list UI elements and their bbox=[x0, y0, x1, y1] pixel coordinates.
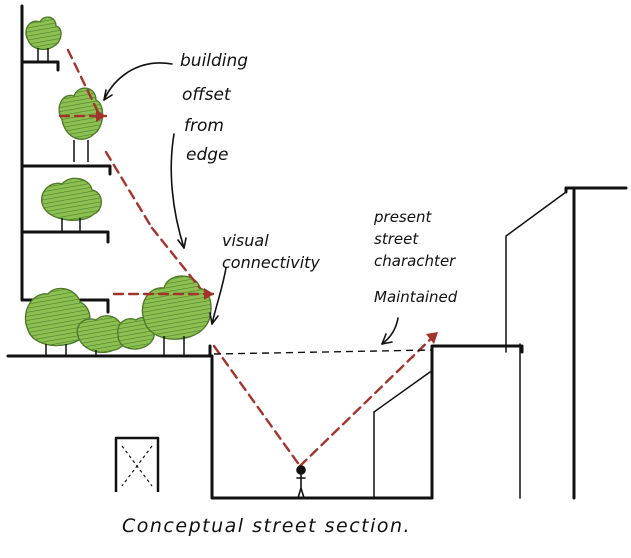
label-present: present bbox=[373, 208, 432, 226]
label-visual-connectivity: visual connectivity bbox=[222, 231, 320, 272]
label-street: street bbox=[374, 230, 419, 248]
tree-cluster-lower bbox=[24, 275, 212, 356]
trees bbox=[24, 16, 212, 356]
label-offset: offset bbox=[182, 85, 232, 105]
label-edge: edge bbox=[186, 145, 229, 165]
label-building: building bbox=[180, 51, 248, 71]
tree-second bbox=[58, 87, 104, 162]
label-from: from bbox=[184, 116, 224, 136]
label-connectivity: connectivity bbox=[222, 253, 320, 272]
caption: Conceptual street section. bbox=[122, 515, 411, 537]
sight-lines bbox=[58, 48, 440, 468]
label-visual: visual bbox=[222, 231, 269, 250]
tree-third bbox=[41, 177, 102, 232]
right-buildings bbox=[373, 186, 628, 500]
street-character-line bbox=[213, 349, 433, 355]
tree-top bbox=[25, 16, 62, 62]
label-maintained: Maintained bbox=[374, 288, 458, 306]
label-charachter: charachter bbox=[374, 252, 456, 270]
label-street-character: present street charachter Maintained bbox=[373, 208, 458, 306]
annotation-arrows bbox=[103, 62, 399, 345]
pedestrian-figure bbox=[296, 465, 306, 499]
terraced-building bbox=[6, 4, 434, 500]
sight-arrowheads bbox=[96, 110, 438, 344]
label-building-offset: building offset from edge bbox=[180, 51, 248, 165]
door bbox=[114, 436, 160, 492]
